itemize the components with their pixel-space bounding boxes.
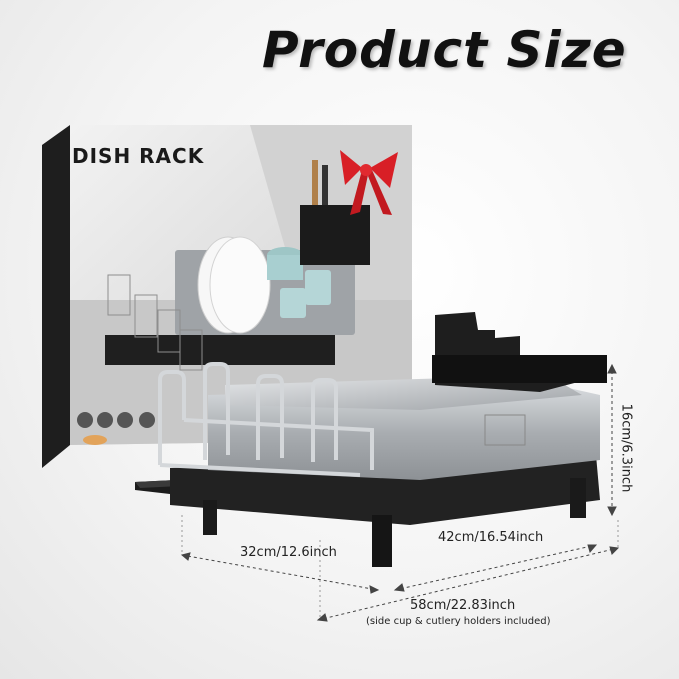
total-dimension: 58cm/22.83inch [410, 598, 516, 613]
box-label: DISH RACK [72, 144, 205, 168]
width-dimension: 42cm/16.54inch [438, 530, 544, 545]
dimension-lines [180, 363, 620, 622]
recycle-icon [77, 412, 93, 428]
cup-icon [139, 412, 155, 428]
total-dimension-note: (side cup & cutlery holders included) [366, 616, 551, 627]
dish-rack-product [135, 312, 607, 567]
bowl-icon [83, 435, 107, 445]
leaf-icon [97, 412, 113, 428]
depth-dimension: 32cm/12.6inch [240, 545, 337, 560]
product-box [42, 125, 412, 468]
knife-fork-icon [117, 412, 133, 428]
gift-ribbon-icon [340, 150, 398, 215]
height-dimension: 16cm/6.3inch [618, 403, 634, 493]
page-title: Product Size [262, 21, 627, 79]
